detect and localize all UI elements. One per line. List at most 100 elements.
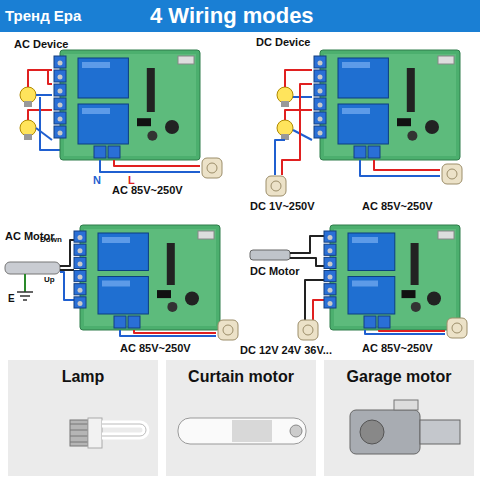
relay <box>338 58 388 98</box>
panel-title: Lamp <box>8 360 158 386</box>
wire <box>313 300 324 320</box>
terminal-screw <box>318 89 323 94</box>
relay <box>338 104 388 144</box>
thread <box>70 430 88 431</box>
terminal-screw <box>318 103 323 108</box>
wire <box>36 128 52 140</box>
title-banner <box>0 0 480 32</box>
terminal-screw <box>328 235 333 240</box>
button <box>178 56 194 64</box>
terminal <box>324 271 336 282</box>
relay-mark <box>352 237 378 243</box>
relay-board <box>74 225 220 330</box>
terminal <box>74 284 86 295</box>
wire-name: E <box>8 293 15 304</box>
terminal <box>74 271 86 282</box>
plug-socket <box>223 325 233 335</box>
wire <box>285 110 312 120</box>
curtain-motor-body <box>178 418 306 444</box>
wire <box>360 160 440 176</box>
button <box>438 231 454 239</box>
wire <box>114 160 200 166</box>
relay-board <box>324 225 460 330</box>
capacitor <box>165 120 179 134</box>
terminal <box>54 112 66 124</box>
garage-motor-gearbox <box>420 420 460 444</box>
terminal <box>74 257 86 268</box>
terminal <box>54 56 66 68</box>
terminal <box>314 98 326 110</box>
photo-panel-caption: Curtain motor <box>166 360 316 476</box>
relay <box>98 233 148 271</box>
chip <box>402 290 416 298</box>
input-terminal <box>108 146 120 158</box>
power-plug <box>442 164 462 184</box>
wire <box>100 160 200 172</box>
terminal <box>324 257 336 268</box>
voltage-label: DC 12V 24V 36V... <box>240 344 332 356</box>
capacitor <box>425 120 439 134</box>
terminal <box>314 112 326 124</box>
relay-mark <box>352 281 378 287</box>
voltage-label: DC 1V~250V <box>250 200 315 212</box>
plug-socket <box>207 163 217 173</box>
chip <box>137 118 151 126</box>
wire <box>48 70 52 84</box>
input-terminal <box>378 316 390 328</box>
pcb <box>320 50 460 160</box>
chip <box>157 290 171 298</box>
wire <box>305 280 324 320</box>
dc-motor <box>250 250 290 260</box>
terminal <box>74 297 86 308</box>
voltage-label: AC 85V~250V <box>362 342 433 354</box>
lamp-tube-outline <box>102 424 146 436</box>
relay <box>348 233 395 271</box>
power-plug <box>218 320 238 340</box>
relay-mark <box>342 62 370 68</box>
bulb <box>277 120 293 136</box>
terminal-screw <box>78 301 83 306</box>
terminal-screw <box>58 75 63 80</box>
voltage-label: AC 85V~250V <box>120 342 191 354</box>
device-label: DC Device <box>256 36 310 48</box>
thread <box>70 436 88 437</box>
terminal-screw <box>328 275 333 280</box>
terminal-screw <box>58 131 63 136</box>
relay-board <box>314 50 460 160</box>
inductor <box>411 302 421 312</box>
terminal <box>324 297 336 308</box>
relay-mark <box>102 281 130 287</box>
photo-panel <box>324 360 474 476</box>
device-label: AC Device <box>14 38 68 50</box>
relay <box>98 277 148 315</box>
power-plug <box>447 318 467 338</box>
terminal-screw <box>318 117 323 122</box>
bulb <box>20 120 36 136</box>
device-label: DC Motor <box>250 265 300 277</box>
power-plug <box>202 158 222 178</box>
relay-board <box>54 50 200 160</box>
tube-motor <box>5 262 60 274</box>
wire <box>28 70 52 87</box>
capacitor <box>185 292 199 306</box>
plug-socket <box>452 323 462 333</box>
antenna-coil <box>411 243 419 285</box>
terminal <box>324 244 336 255</box>
inductor <box>147 131 157 141</box>
input-terminal <box>364 316 376 328</box>
inductor <box>407 131 417 141</box>
wire <box>293 130 312 140</box>
curtain-motor-gear <box>232 420 272 442</box>
bulb-base <box>24 101 32 107</box>
terminal-screw <box>318 75 323 80</box>
terminal-screw <box>58 89 63 94</box>
relay-mark <box>102 237 130 243</box>
inductor <box>167 302 177 312</box>
wire <box>379 330 445 331</box>
plug-socket <box>271 181 281 191</box>
wire <box>290 258 324 266</box>
thread <box>70 442 88 443</box>
terminal <box>54 70 66 82</box>
terminal-screw <box>318 131 323 136</box>
